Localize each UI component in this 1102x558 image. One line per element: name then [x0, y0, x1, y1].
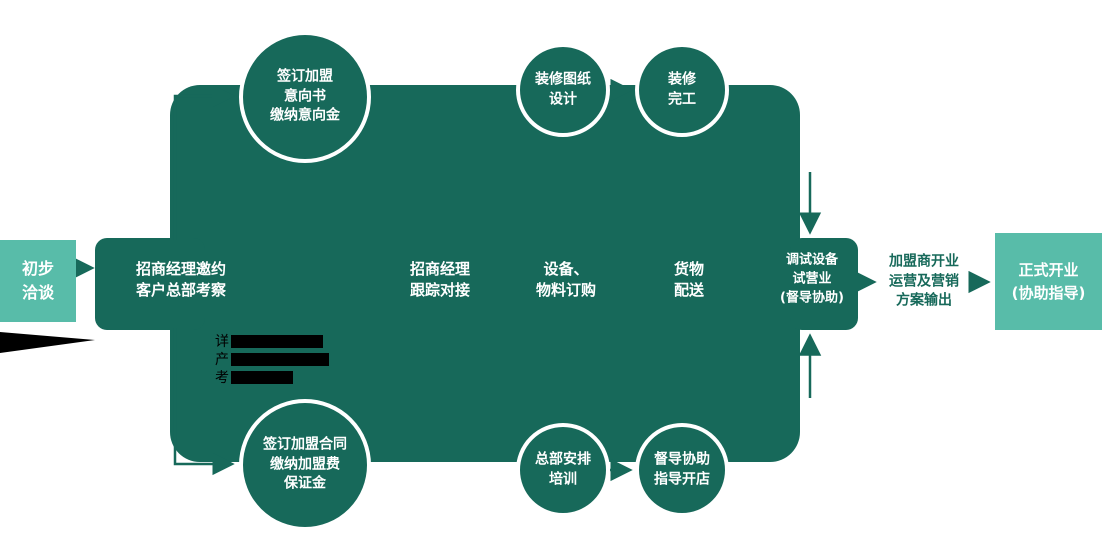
circle-line: 培训	[549, 471, 577, 487]
step-invite-inspection: 招商经理邀约 客户总部考察	[136, 259, 226, 301]
step-goods-delivery: 货物 配送	[674, 259, 704, 301]
label-hq-training: 总部安排 培训	[535, 450, 591, 489]
step-trial-operation: 调试设备 试营业 (督导协助)	[780, 252, 844, 309]
partial-note-row: 详	[215, 333, 329, 351]
circle-line: 装修	[668, 71, 696, 88]
step-manager-follow-up: 招商经理 跟踪对接	[410, 259, 470, 301]
step-equipment-order: 设备、 物料订购	[536, 259, 596, 301]
circle-line: 完工	[668, 91, 696, 107]
label-letter-of-intent: 签订加盟 意向书 缴纳意向金	[270, 68, 340, 127]
step-line: 调试设备	[785, 252, 839, 268]
step-line: 物料订购	[535, 281, 597, 299]
step-line: (督导协助)	[780, 290, 844, 306]
step-line: 试营业	[792, 271, 832, 287]
step-line: 招商经理邀约	[135, 260, 227, 278]
circle-letter-of-intent	[239, 31, 371, 163]
step-line: 客户总部考察	[135, 281, 227, 299]
circle-line: 指导开店	[654, 471, 710, 487]
step-opening-marketing-output: 加盟商开业 运营及营销 方案输出	[889, 253, 959, 312]
circle-line: 设计	[549, 91, 577, 107]
circle-line: 缴纳加盟费	[270, 456, 340, 473]
circle-line: 签订加盟合同	[263, 436, 347, 453]
circle-line: 装修图纸	[535, 71, 591, 88]
label-supervisor-open: 督导协助 指导开店	[654, 450, 710, 489]
end-box-line: 正式开业	[1018, 261, 1079, 279]
circle-line: 督导协助	[654, 451, 710, 468]
step-line: 方案输出	[896, 292, 952, 309]
redacted-bar	[231, 335, 323, 348]
partial-note-row: 考	[215, 369, 329, 387]
circle-hq-training	[516, 423, 610, 517]
partial-note: 详 产 考	[215, 333, 329, 387]
start-box-line: 初步	[21, 259, 54, 278]
circle-line: 意向书	[284, 88, 326, 105]
flow-arrows	[72, 78, 991, 482]
step-line: 配送	[673, 281, 705, 299]
end-box: 正式开业 (协助指导)	[995, 233, 1102, 330]
circle-line: 保证金	[284, 475, 326, 492]
circle-decoration-done	[635, 43, 729, 137]
label-decoration-done: 装修 完工	[668, 70, 696, 109]
end-box-line: (协助指导)	[1011, 283, 1086, 302]
partial-note-char: 考	[215, 370, 229, 386]
right-extension-shape	[790, 238, 858, 330]
circle-line: 缴纳意向金	[270, 107, 340, 124]
main-process-shape	[170, 85, 800, 462]
arrow-up-to-intent-circle	[173, 84, 235, 240]
label-franchise-contract: 签订加盟合同 缴纳加盟费 保证金	[263, 436, 347, 495]
left-extension-shape	[95, 238, 205, 330]
start-box-line: 洽谈	[21, 283, 54, 302]
step-line: 货物	[673, 260, 705, 278]
redacted-bar	[231, 353, 329, 366]
black-wedge-artifact	[0, 332, 95, 353]
partial-note-char: 详	[215, 334, 229, 350]
circle-supervisor-open	[635, 423, 729, 517]
circle-line: 签订加盟	[277, 68, 333, 85]
partial-note-row: 产	[215, 351, 329, 369]
step-line: 运营及营销	[889, 273, 959, 290]
step-line: 设备、	[543, 260, 589, 278]
partial-note-char: 产	[215, 352, 229, 368]
step-line: 跟踪对接	[409, 281, 471, 299]
circle-line: 总部安排	[535, 451, 591, 468]
start-box: 初步 洽谈	[0, 240, 76, 322]
arrow-down-to-contract-circle	[173, 328, 235, 476]
circle-franchise-contract	[239, 399, 371, 531]
circle-decoration-drawing	[516, 43, 610, 137]
step-line: 招商经理	[409, 260, 471, 278]
step-line: 加盟商开业	[889, 253, 959, 270]
redacted-bar	[231, 371, 293, 384]
label-decoration-drawing: 装修图纸 设计	[535, 70, 591, 109]
